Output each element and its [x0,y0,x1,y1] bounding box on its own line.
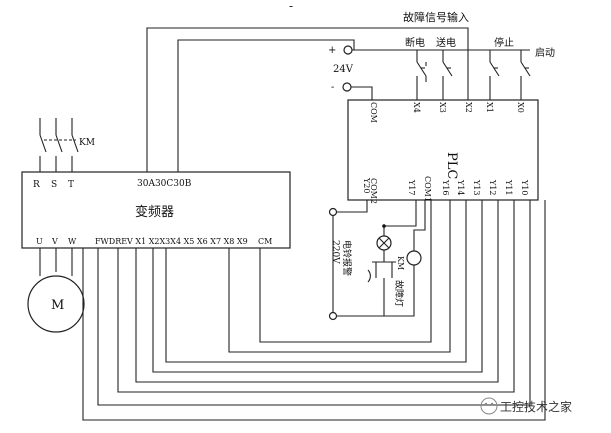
alarm-bell-icon [367,269,371,283]
inverter-terminal-w: W [68,237,77,246]
inverter-title: 变频器 [135,204,174,220]
bell-return-wire [332,300,385,317]
motor-label: M [51,298,64,313]
plc-box [347,99,539,201]
inverter-terminal-r: R [33,180,40,190]
motor-leads [39,248,73,276]
km-lamp [376,235,392,251]
switch-start [520,50,531,100]
wechat-icon [480,397,498,415]
fault-lamp-icon [406,250,422,266]
plc-output-y17: Y17 [407,179,416,195]
plc-input-com: COM [369,102,378,123]
switch-power-on [442,50,453,100]
motor-circle [27,275,85,333]
com2-wire [332,200,368,300]
plc-output-y11: Y11 [504,179,513,195]
plc-title: PLC [444,152,459,179]
supply-minus: - [331,82,334,93]
inverter-terminal-v: V [51,237,58,246]
inverter-terminal-u: U [36,237,43,246]
switch-power-off [416,50,427,100]
watermark-text: 工控技术之家 [500,399,572,414]
plc-input-x2: X2 [464,102,473,113]
fault-lamp-wire [413,200,426,252]
alarm-label: 电铃报警 [341,240,353,276]
plc-input-x4: X4 [412,102,421,113]
plc-output-y20: Y20 [362,177,371,193]
inverter-terminal-cm: CM [258,237,272,246]
plc-output-com2: COM2 [369,178,378,204]
supply-minus-to-com [351,86,373,100]
inverter-control-terminals: FWDREV X1 X2X3X4 X5 X6 X7 X8 X9 [95,237,248,246]
km-contactor-label: KM [79,138,95,148]
fault-wire-30a [146,27,469,172]
y17-junction [382,224,386,228]
control-wiring [82,200,546,421]
switch-label-power-off: 断电 [405,36,425,49]
plc-input-x3: X3 [438,102,447,113]
fault-wire-30c [177,39,355,172]
plc-output-y16: Y16 [441,179,450,195]
plc-output-y12: Y12 [488,179,497,195]
plc-input-x1: X1 [485,102,494,113]
fault-lamp-label: 故障灯 [393,280,405,307]
watermark: 工控技术之家 [480,397,572,415]
supply-voltage: 24V [333,64,354,75]
bell-supply-terminal [328,311,338,321]
inverter-fault-terminals: 30A30C30B [137,179,192,189]
switch-label-start: 启动 [535,46,555,59]
plc-output-com1: COM1 [423,176,432,202]
switch-label-power-on: 送电 [436,36,456,49]
top-mark: - [289,0,293,13]
supply-plus: + [328,45,336,56]
switch-stop [489,50,500,100]
fault-input-label: 故障信号输入 [403,10,469,24]
km-coil-label: KM [396,256,405,270]
fault-lamp-return [384,265,415,317]
plc-output-y10: Y10 [520,179,529,195]
supply-minus-terminal [342,82,352,92]
inverter-terminal-s: S [51,180,57,190]
bell-symbol [372,261,396,278]
switch-label-stop: 停止 [494,36,514,49]
inverter-box [21,171,291,249]
three-phase-supply [39,118,79,172]
supply-plus-terminal [343,45,353,55]
plc-output-y13: Y13 [472,179,481,195]
inverter-terminal-t: T [68,180,74,190]
plc-output-y14: Y14 [456,179,465,195]
plc-input-x0: X0 [516,102,525,113]
com2-terminal [328,207,338,217]
alarm-voltage: 220V [330,240,340,264]
y17-wire [383,200,417,236]
